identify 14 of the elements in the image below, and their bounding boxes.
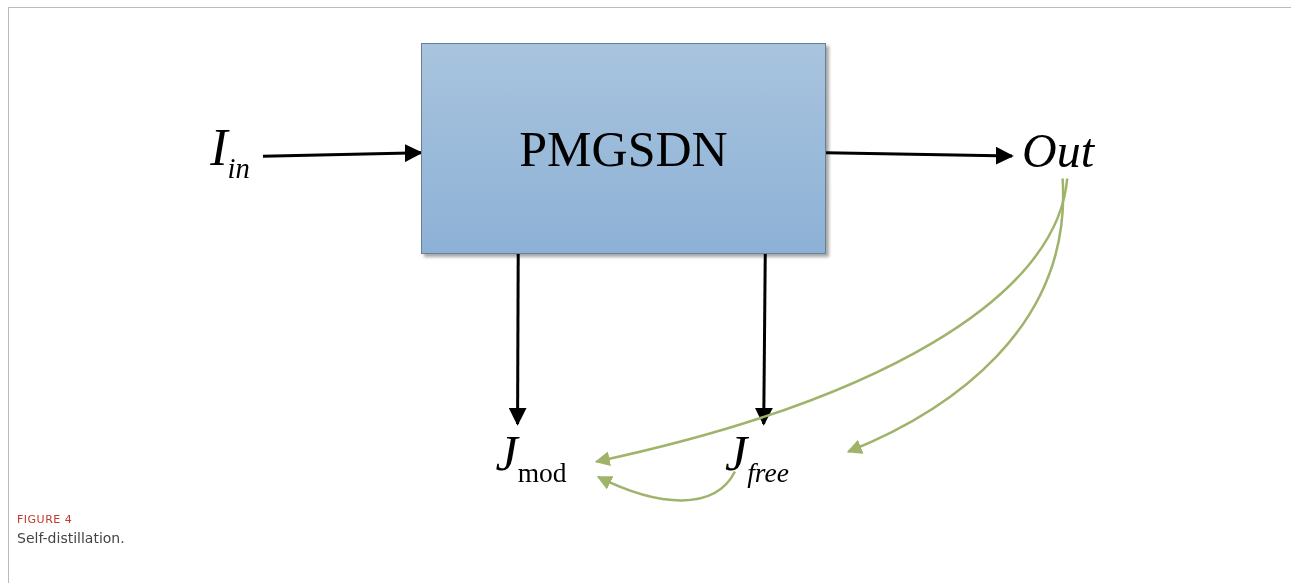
arrow	[508, 254, 527, 426]
arrow	[846, 178, 1064, 454]
arrow	[594, 178, 1069, 466]
symbol-label: I$_{in}$	[197, 120, 263, 186]
arrow	[262, 144, 423, 163]
caption: Self-distillation.	[17, 530, 125, 546]
symbol-label: J$_{free}$	[709, 424, 805, 490]
arrow	[596, 470, 736, 502]
symbol-label: J$_{mod}$	[483, 424, 579, 490]
arrow	[825, 146, 1014, 165]
process-box: PMGSDN	[421, 43, 826, 254]
figure-label: FIGURE 4	[17, 513, 73, 526]
symbol-label: Out	[1012, 126, 1104, 176]
arrow	[754, 254, 773, 426]
